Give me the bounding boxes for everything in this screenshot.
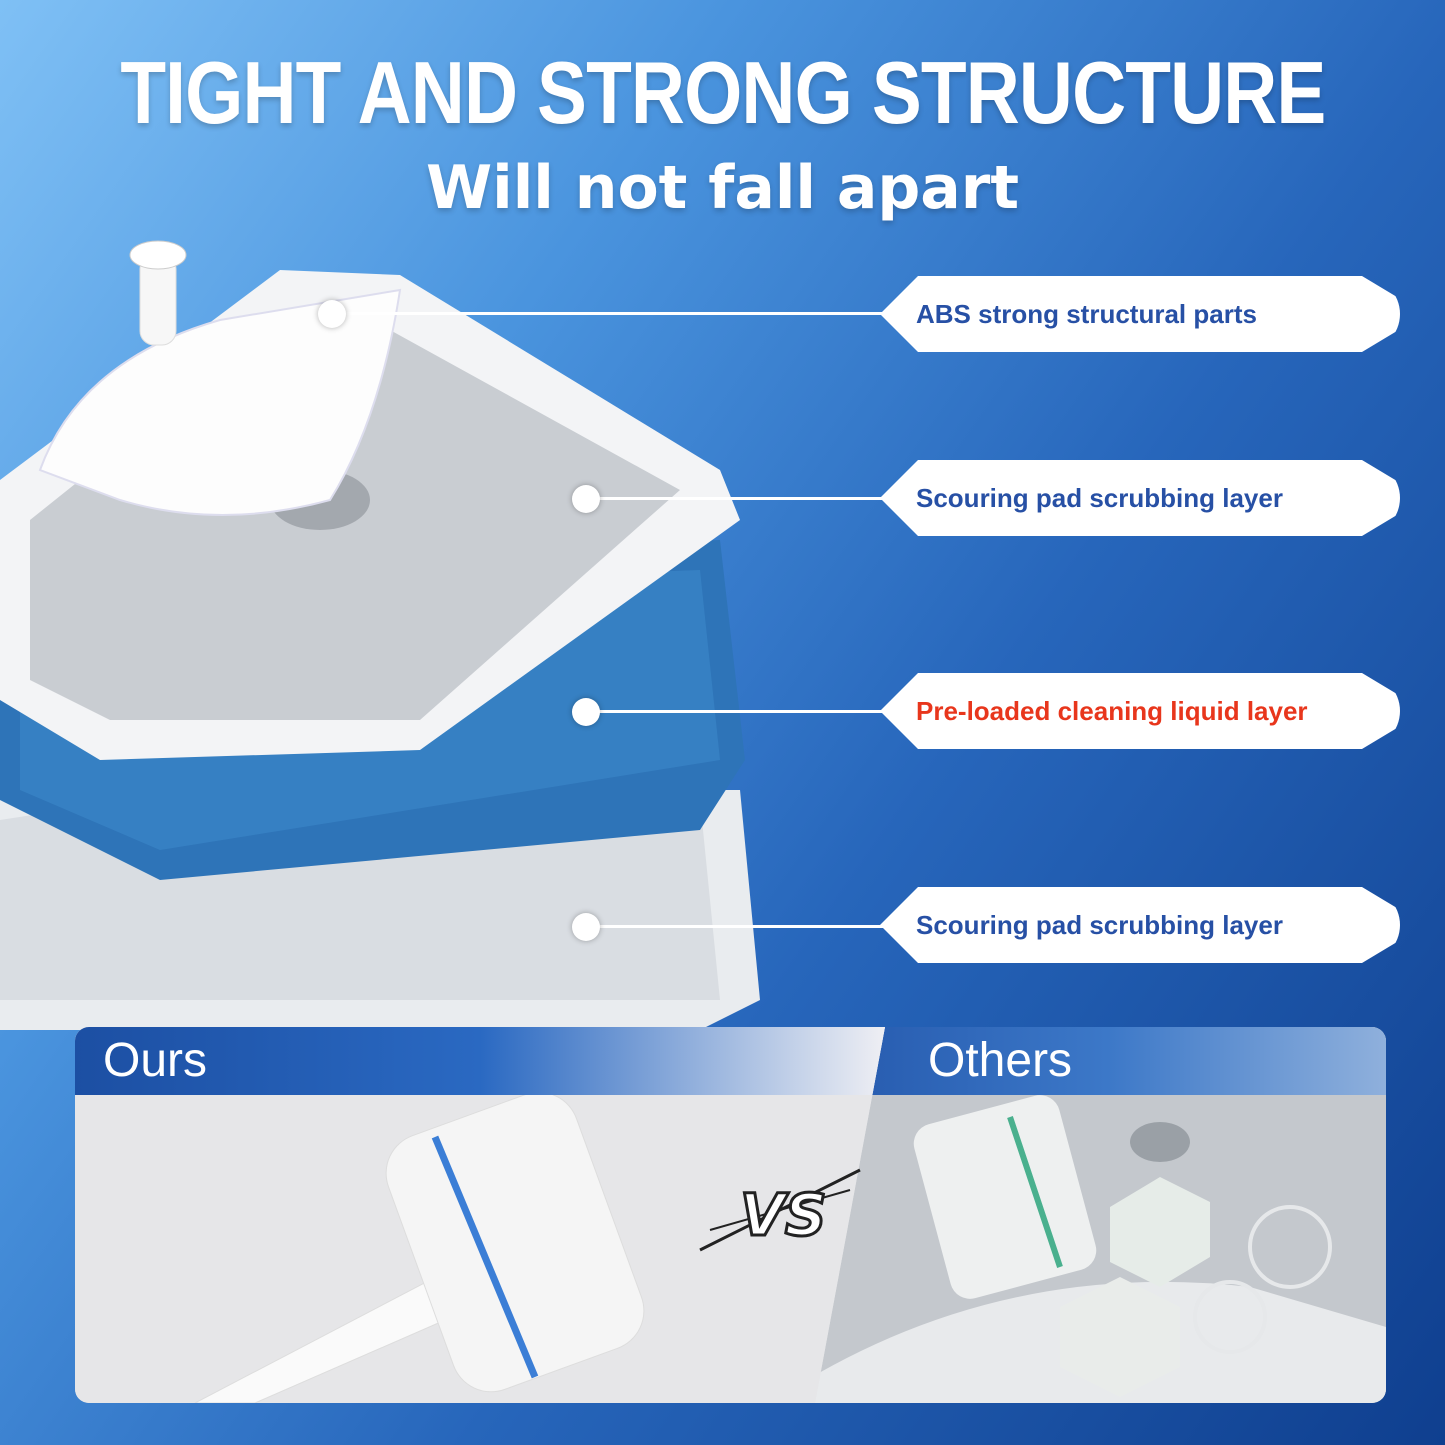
callout-dot (572, 485, 600, 513)
callout-dot (318, 300, 346, 328)
callout-scouring-layer-top: Scouring pad scrubbing layer (880, 460, 1400, 536)
subheadline: Will not fall apart (425, 153, 1020, 223)
callout-scouring-layer-bottom: Scouring pad scrubbing layer (880, 887, 1400, 963)
callout-liquid-layer: Pre-loaded cleaning liquid layer (880, 673, 1400, 749)
callout-line (587, 925, 892, 928)
callout-line (587, 497, 892, 500)
headline-container: TIGHT AND STRONG STRUCTURE (0, 38, 1445, 148)
ours-panel: Ours (75, 1027, 885, 1403)
vs-badge: VS (699, 1168, 861, 1252)
callout-line (587, 710, 892, 713)
ours-header: Ours (75, 1027, 885, 1095)
headline: TIGHT AND STRONG STRUCTURE (119, 43, 1326, 142)
callout-dot (572, 913, 600, 941)
svg-text:VS: VS (740, 1181, 827, 1249)
callout-abs-parts: ABS strong structural parts (880, 276, 1400, 352)
callout-dot (572, 698, 600, 726)
callout-line (332, 312, 892, 315)
scrub-pad-layers-illustration (0, 240, 760, 1030)
